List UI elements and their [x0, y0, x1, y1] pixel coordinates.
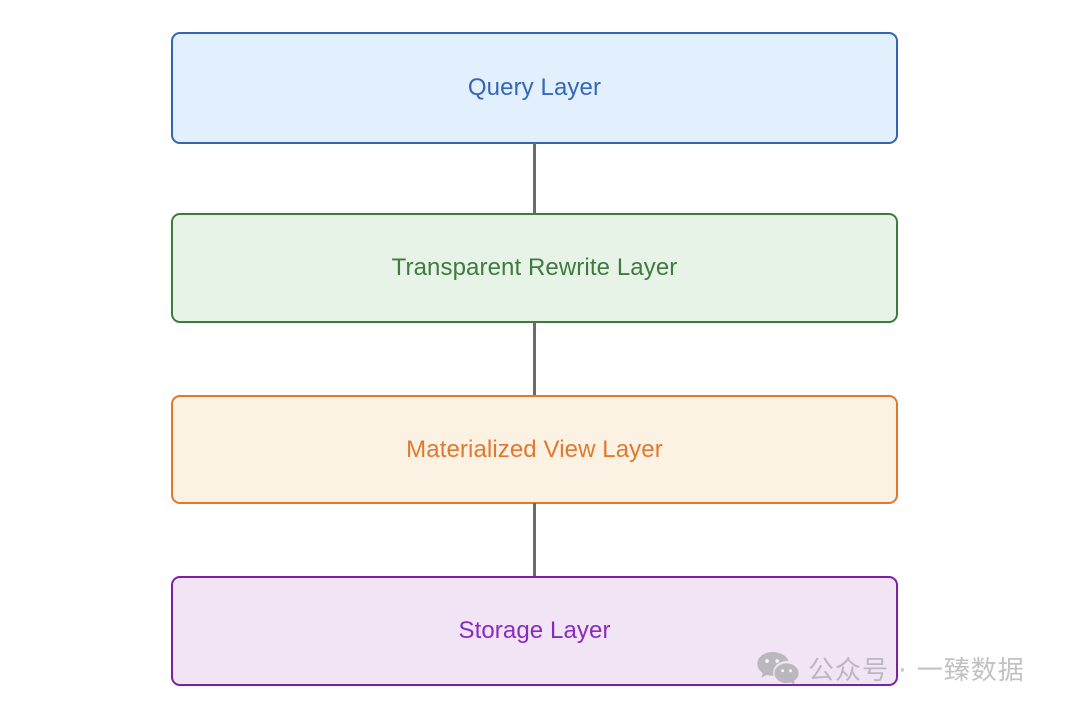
- connector-materialized-to-storage: [533, 503, 536, 576]
- connector-query-to-rewrite: [533, 143, 536, 214]
- layer-box-materialized[interactable]: Materialized View Layer: [171, 395, 898, 504]
- layer-label-query: Query Layer: [467, 74, 602, 101]
- layer-box-query[interactable]: Query Layer: [171, 32, 898, 144]
- connector-rewrite-to-materialized: [533, 322, 536, 396]
- layer-label-materialized: Materialized View Layer: [406, 435, 663, 463]
- layer-label-rewrite: Transparent Rewrite Layer: [391, 254, 678, 281]
- layer-box-storage[interactable]: Storage Layer: [171, 576, 898, 686]
- layer-label-storage: Storage Layer: [458, 617, 611, 644]
- layer-box-rewrite[interactable]: Transparent Rewrite Layer: [171, 213, 898, 323]
